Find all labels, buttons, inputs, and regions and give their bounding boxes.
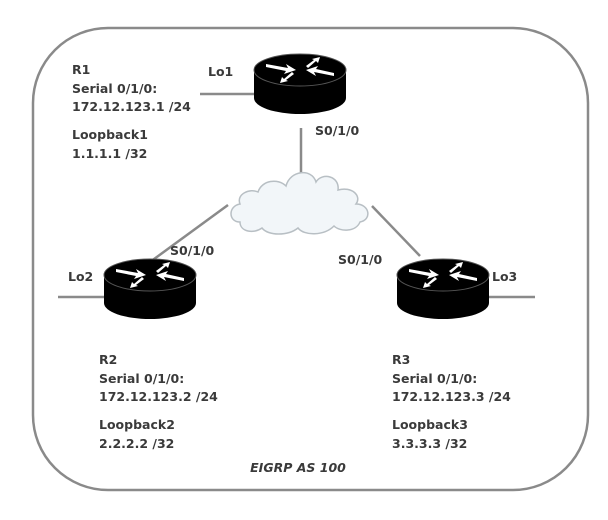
r1-lo-port: Lo1: [208, 64, 233, 79]
r2-loopback-label: Loopback2: [99, 417, 175, 432]
r2-serial-port: S0/1/0: [170, 243, 215, 258]
r2-lo-port: Lo2: [68, 269, 93, 284]
r3-name: R3: [392, 352, 410, 367]
r3-loopback-ip: 3.3.3.3 /32: [392, 436, 467, 451]
router-r1-icon: [253, 53, 347, 115]
r3-serial-link: [371, 205, 421, 257]
r1-loopback-label: Loopback1: [72, 127, 148, 142]
r1-serial-ip: 172.12.123.1 /24: [72, 99, 191, 114]
eigrp-caption: EIGRP AS 100: [250, 460, 346, 475]
r1-serial-port: S0/1/0: [315, 123, 360, 138]
r1-loopback-ip: 1.1.1.1 /32: [72, 146, 147, 161]
r3-lo-port: Lo3: [492, 269, 517, 284]
r3-loopback-label: Loopback3: [392, 417, 468, 432]
r2-serial-link: [149, 203, 229, 264]
r1-name: R1: [72, 62, 90, 77]
eigrp-domain-border: [31, 26, 590, 492]
r3-serial-label: Serial 0/1/0:: [392, 371, 477, 386]
r2-serial-ip: 172.12.123.2 /24: [99, 389, 218, 404]
r3-serial-port: S0/1/0: [338, 252, 383, 267]
router-r2-icon: [103, 258, 197, 320]
r3-serial-ip: 172.12.123.3 /24: [392, 389, 511, 404]
router-r3-icon: [396, 258, 490, 320]
r1-serial-label: Serial 0/1/0:: [72, 81, 157, 96]
r2-loopback-ip: 2.2.2.2 /32: [99, 436, 174, 451]
wan-cloud-icon: [230, 172, 369, 235]
r2-name: R2: [99, 352, 117, 367]
r2-serial-label: Serial 0/1/0:: [99, 371, 184, 386]
